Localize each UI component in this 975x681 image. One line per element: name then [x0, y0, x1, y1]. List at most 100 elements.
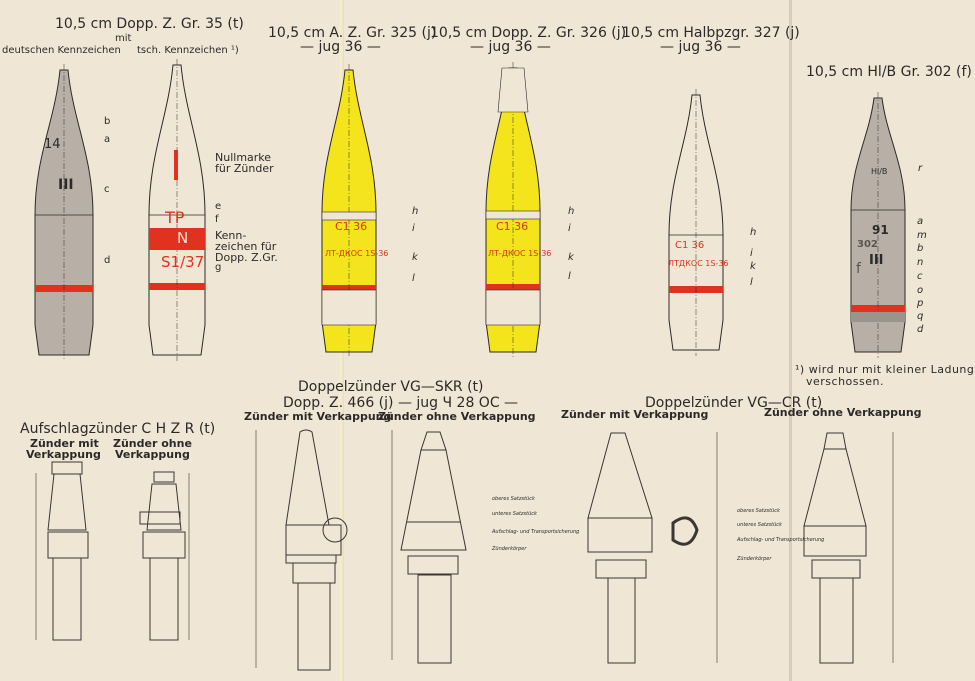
label-c: c — [104, 184, 110, 195]
label-n: n — [917, 257, 924, 268]
fuze-cr-without-cap — [803, 432, 894, 664]
label-i: i — [412, 223, 415, 234]
fuze-skr-without-cap: Zünder ohne Verkappung — [378, 410, 536, 423]
label-g: g — [215, 262, 222, 273]
shell-326-base-band — [485, 289, 541, 326]
shell-326-fuze — [497, 67, 529, 113]
label-i: i — [750, 248, 753, 259]
fuze-cr-with-cap: Zünder mit Verkappung — [561, 408, 709, 421]
shell-327-mark-1: C1 36 — [675, 240, 705, 251]
marking-roman: III — [869, 253, 884, 268]
label-p: p — [917, 298, 924, 309]
shell-35-title: 10,5 cm Dopp. Z. Gr. 35 (t) — [55, 16, 244, 32]
shell-325-white-ring — [321, 211, 377, 221]
fuze-skr-title-2: Dopp. Z. 466 (j) — jug Ч 28 OC — — [283, 395, 519, 411]
label-a: a — [104, 134, 111, 145]
fuze-chzr-with-cap-1: Zünder mit — [30, 437, 99, 450]
shell-302-driving-band — [851, 305, 905, 312]
footnote-line-2: verschossen. — [806, 375, 884, 388]
shell-326-white-ring — [485, 210, 541, 220]
part-label: Aufschlag- und Transportsicherung — [737, 537, 825, 543]
label-e: e — [215, 201, 222, 212]
fuze-chzr-without-cap-2: Verkappung — [115, 448, 190, 461]
shell-326-subtitle: — jug 36 — — [470, 39, 551, 55]
fuze-skr-without-cap — [391, 430, 467, 664]
fuze-cr-without-cap: Zünder ohne Verkappung — [764, 406, 922, 419]
label-k: k — [412, 252, 418, 263]
label-h: h — [568, 206, 575, 217]
shell-325-mark-1: C1 36 — [335, 220, 368, 233]
marking-91: 91 — [872, 223, 889, 237]
label-k: k — [750, 261, 756, 272]
fuze-skr-title: Doppelzünder VG—SKR (t) — [298, 379, 484, 395]
fuze-chzr-with-cap-2: Verkappung — [26, 448, 101, 461]
label-b: b — [104, 116, 111, 127]
part-label: unteres Satzstück — [737, 522, 782, 528]
fuer-zuender-label: für Zünder — [215, 162, 274, 175]
shell-327-subtitle: — jug 36 — — [660, 39, 741, 55]
label-r: r — [918, 163, 923, 174]
czech-marking-band — [149, 228, 205, 250]
kennzeichen-label-1: Kenn- — [215, 229, 247, 242]
shell-325-subtitle: — jug 36 — — [300, 39, 381, 55]
hlb-marking: Hl/B — [871, 167, 888, 176]
kennzeichen-label-2: zeichen für — [215, 240, 277, 253]
n-marking: N — [177, 229, 189, 247]
shell-35-roman-mark: III — [58, 177, 74, 193]
shell-327-mark-2: ЛТДКОС 1S-36 — [668, 259, 729, 268]
marking-302: 302 — [857, 239, 878, 250]
shell-325-base-band — [321, 289, 377, 326]
shell-302-title: 10,5 cm Hl/B Gr. 302 (f) — [806, 64, 972, 80]
shell-drawings — [34, 59, 906, 361]
shell-327-title: 10,5 cm Halbpzgr. 327 (j) — [622, 25, 800, 41]
fuze-chzr-without-cap-1: Zünder ohne — [113, 437, 192, 450]
fuze-skr-with-cap — [255, 429, 348, 671]
kennzeichen-label-3: Dopp. Z.Gr. — [215, 251, 278, 264]
part-label: oberes Satzstück — [492, 496, 535, 502]
shell-326-title: 10,5 cm Dopp. Z. Gr. 326 (j) — [430, 25, 627, 41]
marking-f: f — [856, 261, 861, 277]
czech-markings-caption: tsch. Kennzeichen ¹) — [137, 45, 239, 56]
fuze-chzr-with-cap — [35, 461, 89, 641]
shell-35-czech-driving-band — [149, 283, 205, 290]
part-label: Aufschlag- und Transportsicherung — [492, 529, 580, 535]
shell-302-knurled-band — [851, 312, 905, 322]
fuze-cr-title: Doppelzünder VG—CR (t) — [645, 395, 823, 411]
label-h: h — [750, 227, 757, 238]
label-f: f — [215, 214, 219, 225]
fuze-cr-with-cap — [587, 432, 718, 664]
tp-marking: TP — [165, 208, 185, 227]
label-o: o — [917, 285, 924, 296]
part-label: unteres Satzstück — [492, 511, 537, 517]
label-k: k — [568, 252, 574, 263]
fuze-skr-with-cap: Zünder mit Verkappung — [244, 410, 392, 423]
footnote-line-1: ¹) wird nur mit kleiner Ladung — [795, 363, 975, 376]
label-b: b — [917, 243, 924, 254]
nullmarke-stripe — [174, 150, 178, 180]
label-l: l — [412, 273, 415, 284]
label-l: l — [568, 271, 571, 282]
label-h: h — [412, 206, 419, 217]
shell-35-lot-mark: 14 — [44, 137, 61, 152]
shell-326-mark-2: ЛТ-ДКОС 1S-36 — [488, 249, 552, 258]
label-d: d — [104, 255, 111, 266]
part-label: Zünderkörper — [492, 546, 527, 552]
label-a: a — [917, 216, 924, 227]
fuze-chzr-title: Aufschlagzünder C H Z R (t) — [20, 421, 216, 437]
label-q: q — [917, 311, 924, 322]
german-markings-caption: deutschen Kennzeichen — [2, 45, 121, 56]
nullmarke-label: Nullmarke — [215, 151, 272, 164]
label-i: i — [568, 223, 571, 234]
fuze-chzr-without-cap — [139, 471, 190, 641]
part-label: Zünderkörper — [737, 556, 772, 562]
label-l: l — [750, 277, 753, 288]
s137-marking: S1/37 — [161, 253, 205, 271]
label-d: d — [917, 324, 924, 335]
part-label: oberes Satzstück — [737, 508, 780, 514]
shell-35-mit: mit — [115, 33, 132, 44]
shell-325-mark-2: ЛТ-ДКОС 1S-36 — [325, 249, 389, 258]
shell-326-mark-1: C1 36 — [496, 220, 529, 233]
label-c: c — [917, 271, 923, 282]
shell-325-title: 10,5 cm A. Z. Gr. 325 (j) — [268, 25, 437, 41]
label-m: m — [917, 230, 927, 241]
